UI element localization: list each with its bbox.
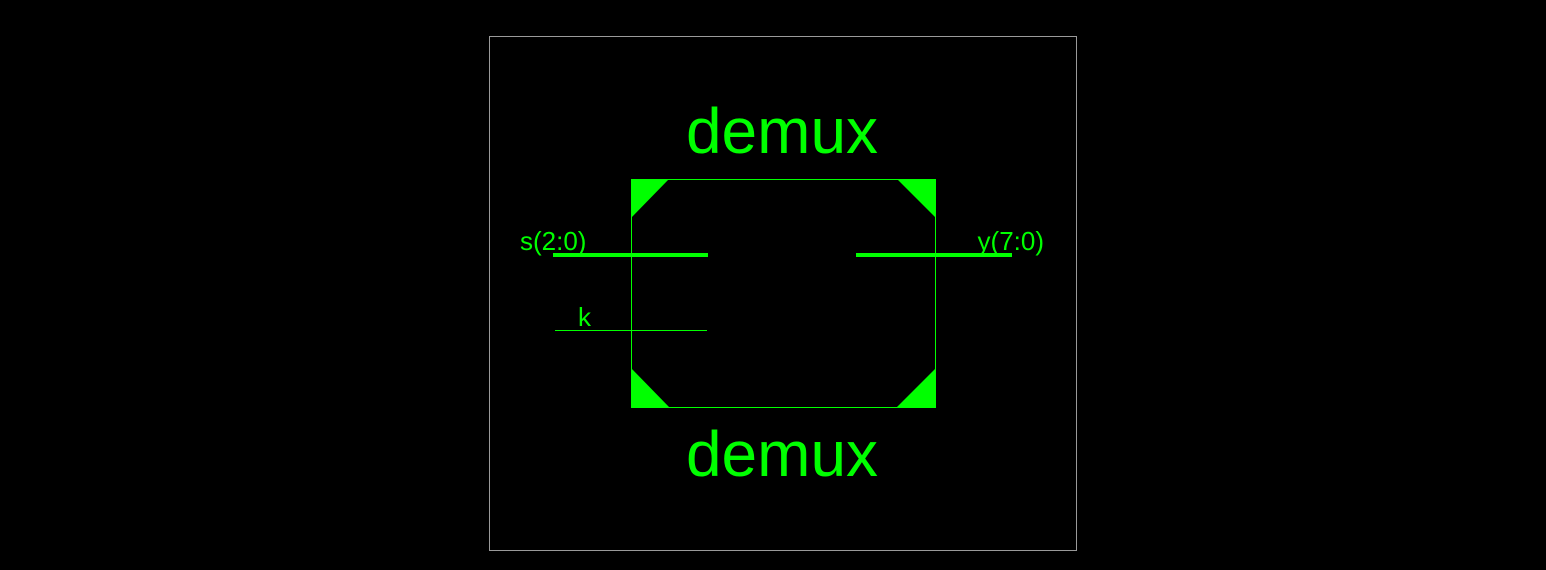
corner-marker-bottom-right — [896, 368, 936, 408]
component-body[interactable] — [631, 179, 936, 408]
pin-output-bus-label: y(7:0) — [978, 226, 1044, 256]
corner-marker-top-left — [631, 179, 669, 218]
corner-marker-bottom-left — [631, 368, 670, 408]
symbol-title-top: demux — [686, 95, 878, 167]
pin-enable-label: k — [578, 302, 592, 332]
corner-marker-top-right — [897, 179, 936, 218]
pin-select-bus-label: s(2:0) — [520, 226, 586, 256]
symbol-title-bottom: demux — [686, 418, 878, 490]
symbol-frame — [489, 36, 1077, 551]
